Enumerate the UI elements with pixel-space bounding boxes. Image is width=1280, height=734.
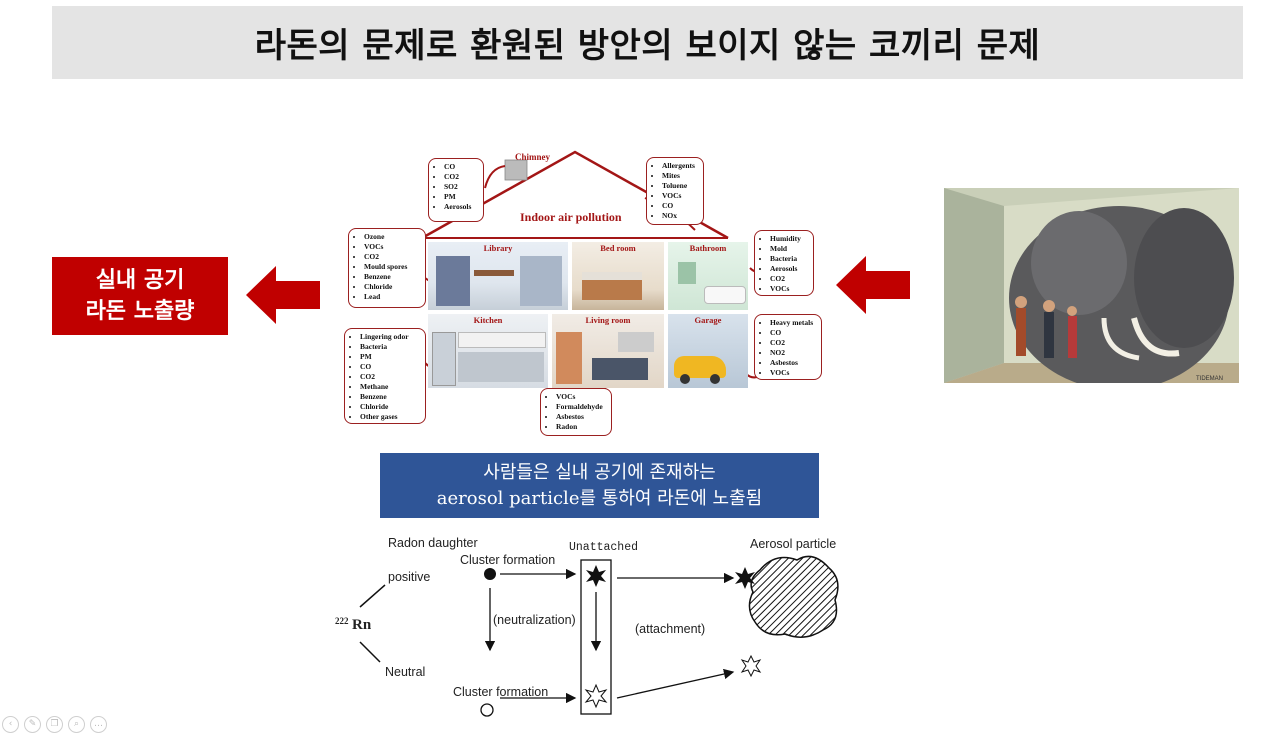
pollutant: Benzene <box>360 392 420 402</box>
pollutant: Lingering odor <box>360 332 420 342</box>
prev-icon[interactable]: ‹ <box>2 715 19 733</box>
pollutant: CO2 <box>364 252 420 262</box>
bubble-bathroom: Humidity Mold Bacteria Aerosols CO2 VOCs <box>754 230 814 296</box>
room-living-label: Living room <box>585 315 631 325</box>
elephant-in-room-image: TIDEMAN <box>944 188 1239 390</box>
neutralization-label: (neutralization) <box>493 613 576 627</box>
indoor-radon-exposure-box: 실내 공기 라돈 노출량 <box>52 257 228 335</box>
room-bathroom: Bathroom <box>668 242 748 310</box>
bubble-library: Ozone VOCs CO2 Mould spores Benzene Chlo… <box>348 228 426 308</box>
unattached-label: Unattached <box>569 541 639 554</box>
pollutant: Chloride <box>364 282 420 292</box>
radon-progeny-diagram: Radon daughter Cluster formation Unattac… <box>335 530 845 725</box>
pollutant: Ozone <box>364 232 420 242</box>
positive-label: positive <box>388 570 431 584</box>
cluster-formation-bottom-label: Cluster formation <box>453 685 549 699</box>
pollutant: SO2 <box>444 182 478 192</box>
house-title: Indoor air pollution <box>520 210 622 224</box>
pollutant: NOx <box>662 211 698 221</box>
diagram-lines <box>359 555 839 717</box>
bubble-kitchen: Lingering odor Bacteria PM CO CO2 Methan… <box>344 328 426 424</box>
pollutant: Formaldehyde <box>556 402 606 412</box>
room-bedroom: Bed room <box>572 242 664 310</box>
pollutant: Benzene <box>364 272 420 282</box>
pollutant: Lead <box>364 292 420 302</box>
pollutant: Bacteria <box>360 342 420 352</box>
pollutant: Toluene <box>662 181 698 191</box>
room-living: Living room <box>552 314 664 388</box>
rn-mass-number: 222 <box>335 616 349 626</box>
left-arrow-icon <box>246 266 320 324</box>
exposure-caption-box: 사람들은 실내 공기에 존재하는 aerosol particle를 통하여 라… <box>380 453 819 518</box>
indoor-air-pollution-house: Indoor air pollution Chimney Library Bed… <box>340 148 822 438</box>
pollutant: VOCs <box>770 368 816 378</box>
pollutant: NO2 <box>770 348 816 358</box>
bubble-roof-right: Allergents Mites Toluene VOCs CO NOx <box>646 157 704 225</box>
pollutant: CO <box>662 201 698 211</box>
slide-title-bar: 라돈의 문제로 환원된 방안의 보이지 않는 코끼리 문제 <box>52 6 1243 79</box>
bubble-living: VOCs Formaldehyde Asbestos Radon <box>540 388 612 436</box>
copy-icon[interactable]: ❐ <box>46 715 63 733</box>
room-bedroom-label: Bed room <box>600 243 636 253</box>
room-library: Library <box>428 242 568 310</box>
pollutant: CO2 <box>770 274 808 284</box>
caption-line1: 사람들은 실내 공기에 존재하는 <box>483 461 716 483</box>
pollutant: VOCs <box>770 284 808 294</box>
pollutant: PM <box>444 192 478 202</box>
room-garage: Garage <box>668 314 748 388</box>
pollutant: Other gases <box>360 412 420 422</box>
slide-title: 라돈의 문제로 환원된 방안의 보이지 않는 코끼리 문제 <box>254 26 1041 66</box>
pollutant: CO2 <box>360 372 420 382</box>
attachment-label: (attachment) <box>635 622 706 636</box>
pollutant: Allergents <box>662 161 698 171</box>
pollutant: CO2 <box>770 338 816 348</box>
neutral-label: Neutral <box>385 665 426 679</box>
right-arrow-icon <box>836 256 910 314</box>
pollutant: Humidity <box>770 234 808 244</box>
pollutant: Radon <box>556 422 606 432</box>
pollutant: Aerosols <box>444 202 478 212</box>
aerosol-particle-label: Aerosol particle <box>750 537 837 551</box>
pollutant: Aerosols <box>770 264 808 274</box>
room-kitchen: Kitchen <box>428 314 548 388</box>
pollutant: CO <box>444 162 478 172</box>
pollutant: VOCs <box>662 191 698 201</box>
room-kitchen-label: Kitchen <box>473 315 503 325</box>
elephant-signature: TIDEMAN <box>1196 376 1223 382</box>
pollutant: Chloride <box>360 402 420 412</box>
pen-icon[interactable]: ✎ <box>24 715 41 733</box>
rn-symbol: Rn <box>352 617 372 633</box>
pollutant: CO2 <box>444 172 478 182</box>
zoom-icon[interactable]: ⌕ <box>68 715 85 733</box>
cluster-formation-top-label: Cluster formation <box>460 553 556 567</box>
slide-toolbar: ‹ ✎ ❐ ⌕ … <box>0 714 122 734</box>
pollutant: Methane <box>360 382 420 392</box>
room-library-label: Library <box>483 243 513 253</box>
pollutant: VOCs <box>364 242 420 252</box>
left-box-line1: 실내 공기 <box>95 267 185 293</box>
pollutant: VOCs <box>556 392 606 402</box>
pollutant: Mold <box>770 244 808 254</box>
bubble-garage: Heavy metals CO CO2 NO2 Asbestos VOCs <box>754 314 822 380</box>
chimney-label: Chimney <box>515 152 551 162</box>
pollutant: PM <box>360 352 420 362</box>
pollutant: Heavy metals <box>770 318 816 328</box>
left-box-line2: 라돈 노출량 <box>85 298 195 324</box>
bubble-chimney: CO CO2 SO2 PM Aerosols <box>428 158 484 222</box>
pollutant: Asbestos <box>770 358 816 368</box>
caption-line2: aerosol particle를 통하여 라돈에 노출됨 <box>436 487 763 509</box>
pollutant: CO <box>770 328 816 338</box>
room-bathroom-label: Bathroom <box>689 243 727 253</box>
more-icon[interactable]: … <box>90 715 107 733</box>
radon-daughter-label: Radon daughter <box>388 536 478 550</box>
pollutant: Mites <box>662 171 698 181</box>
pollutant: CO <box>360 362 420 372</box>
room-garage-label: Garage <box>694 315 722 325</box>
pollutant: Asbestos <box>556 412 606 422</box>
pollutant: Bacteria <box>770 254 808 264</box>
pollutant: Mould spores <box>364 262 420 272</box>
